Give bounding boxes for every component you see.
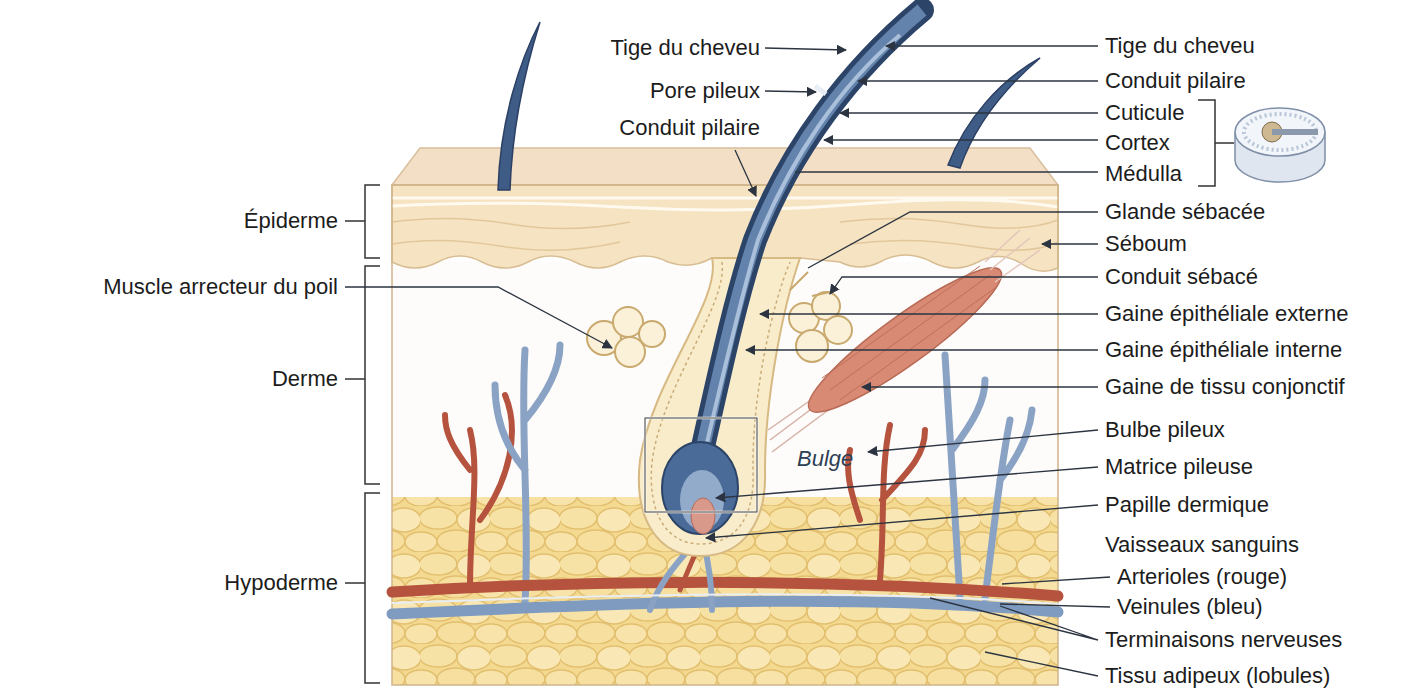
part-label: Conduit sébacé xyxy=(1105,264,1258,290)
hair-cortex xyxy=(700,10,922,460)
part-label: Terminaisons nerveuses xyxy=(1105,627,1342,653)
leader-line xyxy=(1000,604,1110,607)
leader-line xyxy=(985,652,1098,676)
section-cut xyxy=(1272,129,1318,135)
bracket xyxy=(1198,100,1234,186)
gland-lobule xyxy=(639,321,665,347)
part-label: Tissu adipeux (lobules) xyxy=(1105,663,1330,689)
leader-line xyxy=(808,212,1098,268)
leader-line xyxy=(746,349,1098,350)
hair-shaft xyxy=(700,10,922,460)
bracket xyxy=(345,493,380,683)
nerve-ending xyxy=(392,594,1058,604)
venule-branch xyxy=(495,345,560,603)
bulge-frame xyxy=(645,418,757,512)
part-label: Bulge xyxy=(797,446,853,472)
muscle-body xyxy=(795,251,1014,429)
hair-cross-section xyxy=(1235,108,1325,182)
leader-line xyxy=(840,112,1098,113)
hair-pore xyxy=(815,86,826,94)
leader-line xyxy=(795,171,1098,172)
part-label: Bulbe pileux xyxy=(1105,417,1225,443)
sebaceous-duct xyxy=(790,272,830,296)
leader-line xyxy=(735,150,756,196)
leader-lines xyxy=(345,46,1110,676)
bracket xyxy=(345,266,380,484)
leader-line xyxy=(830,277,1098,294)
part-label: Derme xyxy=(272,366,338,392)
arrector-muscle xyxy=(768,230,1040,452)
leader-line xyxy=(706,505,1098,538)
leader-line xyxy=(765,48,846,50)
leader-line xyxy=(345,287,612,348)
part-label: Épiderme xyxy=(244,208,338,234)
muscle-tendon xyxy=(985,230,1040,282)
gland-lobule xyxy=(796,330,828,362)
leader-line xyxy=(760,313,1098,314)
part-label: Papille dermique xyxy=(1105,492,1269,518)
layer-brackets xyxy=(345,100,1234,683)
epidermis-strata xyxy=(392,198,1058,210)
leader-line xyxy=(886,45,1098,46)
leader-line xyxy=(1042,243,1098,244)
part-label: Gaine épithéliale externe xyxy=(1105,301,1348,327)
part-label: Conduit pilaire xyxy=(619,115,760,141)
part-label: Hypoderme xyxy=(224,570,338,596)
leader-line xyxy=(862,386,1098,387)
part-label: Tige du cheveu xyxy=(610,35,760,61)
part-label: Séboum xyxy=(1105,231,1187,257)
hair-bulb xyxy=(662,442,738,534)
part-label: Tige du cheveu xyxy=(1105,33,1255,59)
part-label: Matrice pileuse xyxy=(1105,454,1253,480)
dermal-papilla xyxy=(691,498,715,534)
part-label: Gaine épithéliale interne xyxy=(1105,337,1342,363)
part-label: Gaine de tissu conjonctif xyxy=(1105,374,1345,400)
bulge-frame xyxy=(645,418,757,512)
part-label: Vaisseaux sanguins xyxy=(1105,532,1299,558)
muscle-fibers xyxy=(822,266,995,400)
venule xyxy=(392,601,1058,614)
leader-line xyxy=(1002,577,1110,584)
part-label: Veinules (bleu) xyxy=(1117,594,1263,620)
part-label: Conduit pilaire xyxy=(1105,68,1246,94)
cylinder-top xyxy=(1235,108,1325,156)
gland-lobule xyxy=(824,316,852,344)
part-label: Muscle arrecteur du poil xyxy=(103,274,338,300)
part-label: Arterioles (rouge) xyxy=(1117,564,1287,590)
leader-line xyxy=(824,139,1098,140)
leader-line xyxy=(858,80,1098,81)
bracket xyxy=(345,185,380,258)
leader-line xyxy=(868,430,1098,452)
leader-line xyxy=(716,467,1098,498)
epidermis-strata xyxy=(392,218,1058,250)
hair-shafts xyxy=(498,10,1040,534)
part-label: Pore pileux xyxy=(650,78,760,104)
leader-line xyxy=(930,598,1098,640)
leader-line xyxy=(765,91,816,92)
part-label: Glande sébacée xyxy=(1105,199,1265,225)
skin-outline xyxy=(392,185,1058,685)
part-label: Cortex xyxy=(1105,130,1170,156)
part-label: Cuticule xyxy=(1105,100,1184,126)
hair-shaft xyxy=(498,22,540,190)
part-label: Médulla xyxy=(1105,161,1182,187)
